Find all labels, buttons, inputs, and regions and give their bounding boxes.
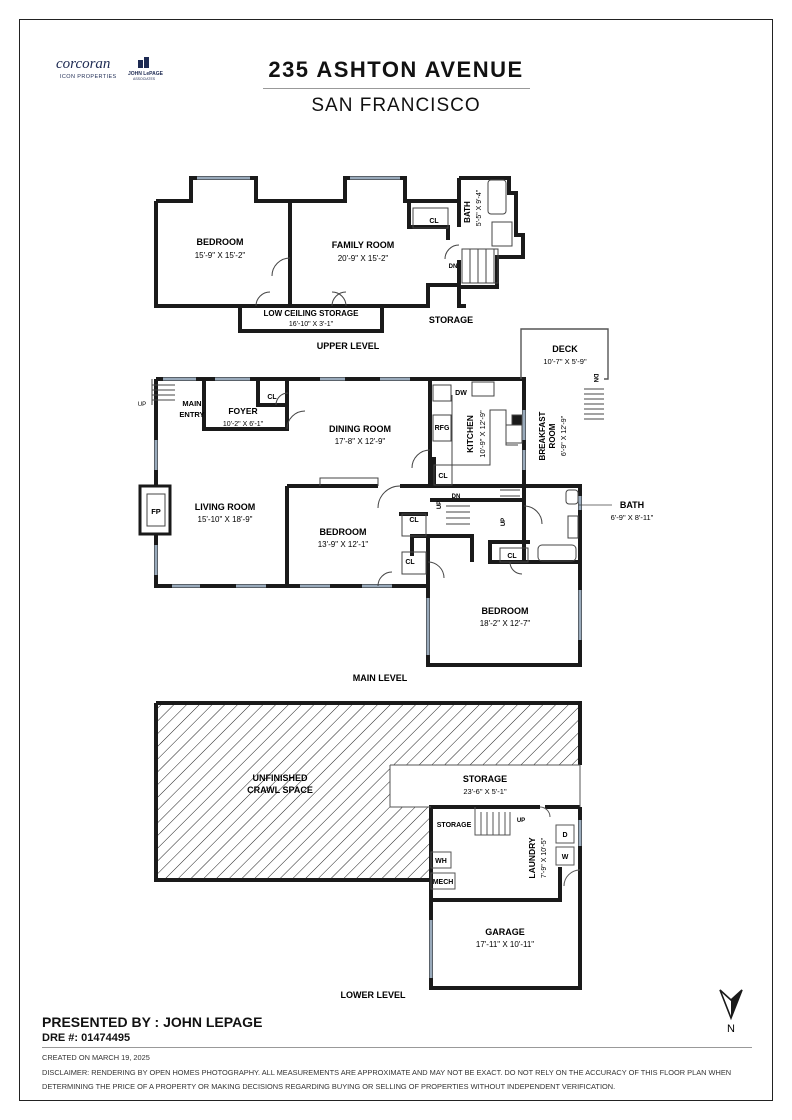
garage-label: GARAGE <box>485 927 525 937</box>
foyer-label: FOYER <box>228 406 257 416</box>
main-bedroom-1-dims: 13'-9" X 12'-1" <box>318 540 369 549</box>
low-storage-label: LOW CEILING STORAGE <box>264 309 360 318</box>
john-lepage-logo-sub: ASSOCIATES <box>133 77 156 81</box>
presented-by: PRESENTED BY : JOHN LEPAGE <box>42 1014 263 1030</box>
hall-cl-label: CL <box>507 553 517 560</box>
living-room-label: LIVING ROOM <box>195 502 256 512</box>
dining-room-label: DINING ROOM <box>329 424 391 434</box>
upper-bedroom-dims: 15'-9" X 15'-2" <box>195 251 246 260</box>
main-bath-label: BATH <box>620 500 644 510</box>
family-room-label: FAMILY ROOM <box>332 240 395 250</box>
main-up-label: UP <box>138 402 146 408</box>
breakfast-dims: 6'-9" X 12'-9" <box>561 415 568 456</box>
dre-number: DRE #: 01474495 <box>42 1032 131 1044</box>
lower-level-windows <box>429 820 582 978</box>
footer-divider <box>42 1047 752 1048</box>
water-heater-label: WH <box>435 858 447 865</box>
john-lepage-logo-icon <box>138 57 149 68</box>
main-up-label-2: UP <box>437 501 443 509</box>
garage-dims: 17'-11" X 10'-11" <box>476 940 534 949</box>
upper-level-label: UPPER LEVEL <box>317 341 380 351</box>
family-room-dims: 20'-9" X 15'-2" <box>338 254 389 263</box>
main-bath-dims: 6'-9" X 8'-11" <box>611 513 654 522</box>
washer-label: W <box>562 854 569 861</box>
lower-storage-label: STORAGE <box>463 774 507 784</box>
main-dn-label: DN <box>452 494 461 500</box>
breakfast-label-2: ROOM <box>548 423 557 448</box>
low-storage-dims: 16'-10" X 3'-1" <box>289 321 334 328</box>
dryer-label: D <box>562 832 567 839</box>
page-subtitle: SAN FRANCISCO <box>311 95 481 116</box>
kitchen-label: KITCHEN <box>465 415 475 453</box>
upper-cl-label: CL <box>429 218 439 225</box>
disclaimer: DISCLAIMER: RENDERING BY OPEN HOMES PHOT… <box>42 1068 732 1091</box>
main-up-label-3: UP <box>501 518 507 526</box>
breakfast-label-1: BREAKFAST <box>538 411 547 460</box>
living-room-dims: 15'-10" X 18'-9" <box>198 515 253 524</box>
north-label: N <box>727 1023 735 1035</box>
dining-room-dims: 17'-8" X 12'-9" <box>335 437 386 446</box>
crawl-space-label-2: CRAWL SPACE <box>247 785 313 795</box>
corcoran-logo: corcoran <box>56 56 111 72</box>
deck-dims: 10'-7" X 5'-9" <box>543 357 587 366</box>
lower-level-label: LOWER LEVEL <box>341 990 407 1000</box>
main-bedroom-2-dims: 18'-2" X 12'-7" <box>480 619 531 628</box>
laundry-label: LAUNDRY <box>527 837 537 879</box>
main-bedroom-1-label: BEDROOM <box>320 527 367 537</box>
foyer-dims: 10'-2" X 6'-1" <box>223 421 264 428</box>
deck-dn-label: DN <box>592 374 598 383</box>
laundry-dims: 7'-9" X 10'-5" <box>541 837 548 878</box>
main-level-label: MAIN LEVEL <box>353 673 408 683</box>
deck-label: DECK <box>552 344 578 354</box>
john-lepage-logo: JOHN LePAGE <box>128 71 163 77</box>
main-entry-label-2: ENTRY <box>179 410 204 419</box>
bedroom-cl-label-2: CL <box>405 559 415 566</box>
rfg-label: RFG <box>435 425 450 432</box>
main-stair-treads <box>152 384 604 525</box>
upper-dn-label: DN <box>449 264 458 270</box>
mech-label: MECH <box>433 879 454 886</box>
upper-level-plan <box>154 176 525 333</box>
upper-storage-label: STORAGE <box>429 315 473 325</box>
main-bedroom-2-label: BEDROOM <box>482 606 529 616</box>
north-arrow-icon <box>719 989 743 1021</box>
main-level-deck <box>520 328 609 380</box>
corcoran-logo-sub: ICON PROPERTIES <box>60 74 117 80</box>
main-level-windows <box>154 377 582 655</box>
crawl-space-label-1: UNFINISHED <box>252 773 308 783</box>
small-storage-label: STORAGE <box>437 822 472 829</box>
page-title: 235 ASHTON AVENUE <box>268 57 524 82</box>
main-level-fixtures <box>138 379 604 587</box>
upper-bath-label: BATH <box>463 201 472 223</box>
lower-storage-dims: 23'-6" X 5'-1" <box>463 787 507 796</box>
page-frame <box>19 19 773 1101</box>
bedroom-cl-label-1: CL <box>409 517 419 524</box>
lower-up-label: UP <box>517 818 525 824</box>
kitchen-cl-label: CL <box>438 473 448 480</box>
dw-label: DW <box>455 390 467 397</box>
created-date: CREATED ON MARCH 19, 2025 <box>42 1053 150 1062</box>
main-entry-label-1: MAIN <box>182 399 201 408</box>
kitchen-dims: 10'-9" X 12'-9" <box>478 410 487 458</box>
upper-level-fixtures <box>255 179 513 307</box>
crawl-space-area <box>156 703 580 880</box>
title-divider <box>263 88 530 89</box>
upper-bath-dims: 5'-5" X 9'-4" <box>476 189 483 226</box>
main-cl-label: CL <box>267 394 277 401</box>
upper-bedroom-label: BEDROOM <box>197 237 244 247</box>
fireplace-label: FP <box>151 507 161 516</box>
lower-level-thin <box>389 764 581 890</box>
